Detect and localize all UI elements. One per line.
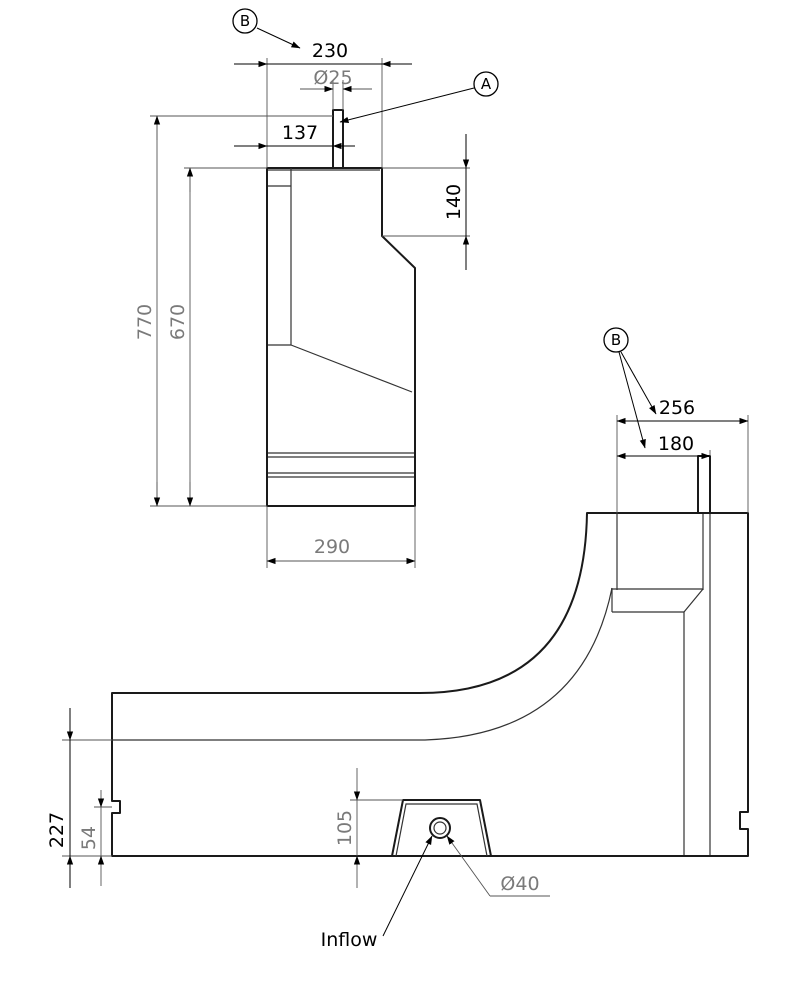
inflow-port-inner (433, 821, 447, 835)
top-view-outline (266, 167, 416, 507)
dim-105-label: 105 (334, 810, 356, 846)
inflow-label: Inflow (321, 929, 378, 951)
callout-a-label: A (481, 75, 492, 93)
cone-right (683, 588, 704, 613)
inflow-arrow (382, 835, 433, 937)
dim-230-label: 230 (312, 40, 348, 62)
dim-256-label: 256 (659, 397, 695, 419)
callout-b-right-circle (603, 327, 629, 353)
top-view: 230 Ø25 137 140 770 670 (134, 8, 499, 568)
callout-b-top-leader (256, 27, 301, 49)
callout-a-leader (339, 87, 475, 123)
callout-a-circle (473, 71, 499, 97)
dim-54-label: 54 (78, 826, 100, 850)
dim-670-label: 670 (167, 304, 189, 340)
dim-770-label: 770 (134, 304, 156, 340)
inner-bend-curve (112, 587, 613, 741)
callout-b-right-leader-2 (618, 351, 646, 449)
callout-b-top-circle (232, 8, 258, 34)
pipe-a (332, 109, 344, 169)
dim-dia25-label: Ø25 (313, 67, 352, 89)
callout-b-right-leader-1 (620, 351, 657, 415)
dim-290-label: 290 (314, 536, 350, 558)
side-view: 256 180 B 227 54 105 Ø40 (46, 327, 749, 951)
side-view-outline (111, 512, 749, 857)
dim-137-label: 137 (282, 122, 318, 144)
dim-dia40-leader (446, 835, 491, 897)
outlet-pipe (697, 455, 711, 514)
inflow-port-outer (429, 817, 451, 839)
inflow-housing (391, 799, 492, 857)
slope-line (290, 344, 413, 393)
dim-227-label: 227 (46, 812, 68, 848)
inflow-housing-inner (395, 803, 488, 857)
callout-b-right-label: B (611, 331, 621, 349)
dim-180-label: 180 (658, 433, 694, 455)
dim-dia40-label: Ø40 (500, 873, 539, 895)
callout-b-top-label: B (240, 12, 250, 30)
dim-140-label: 140 (443, 184, 465, 220)
